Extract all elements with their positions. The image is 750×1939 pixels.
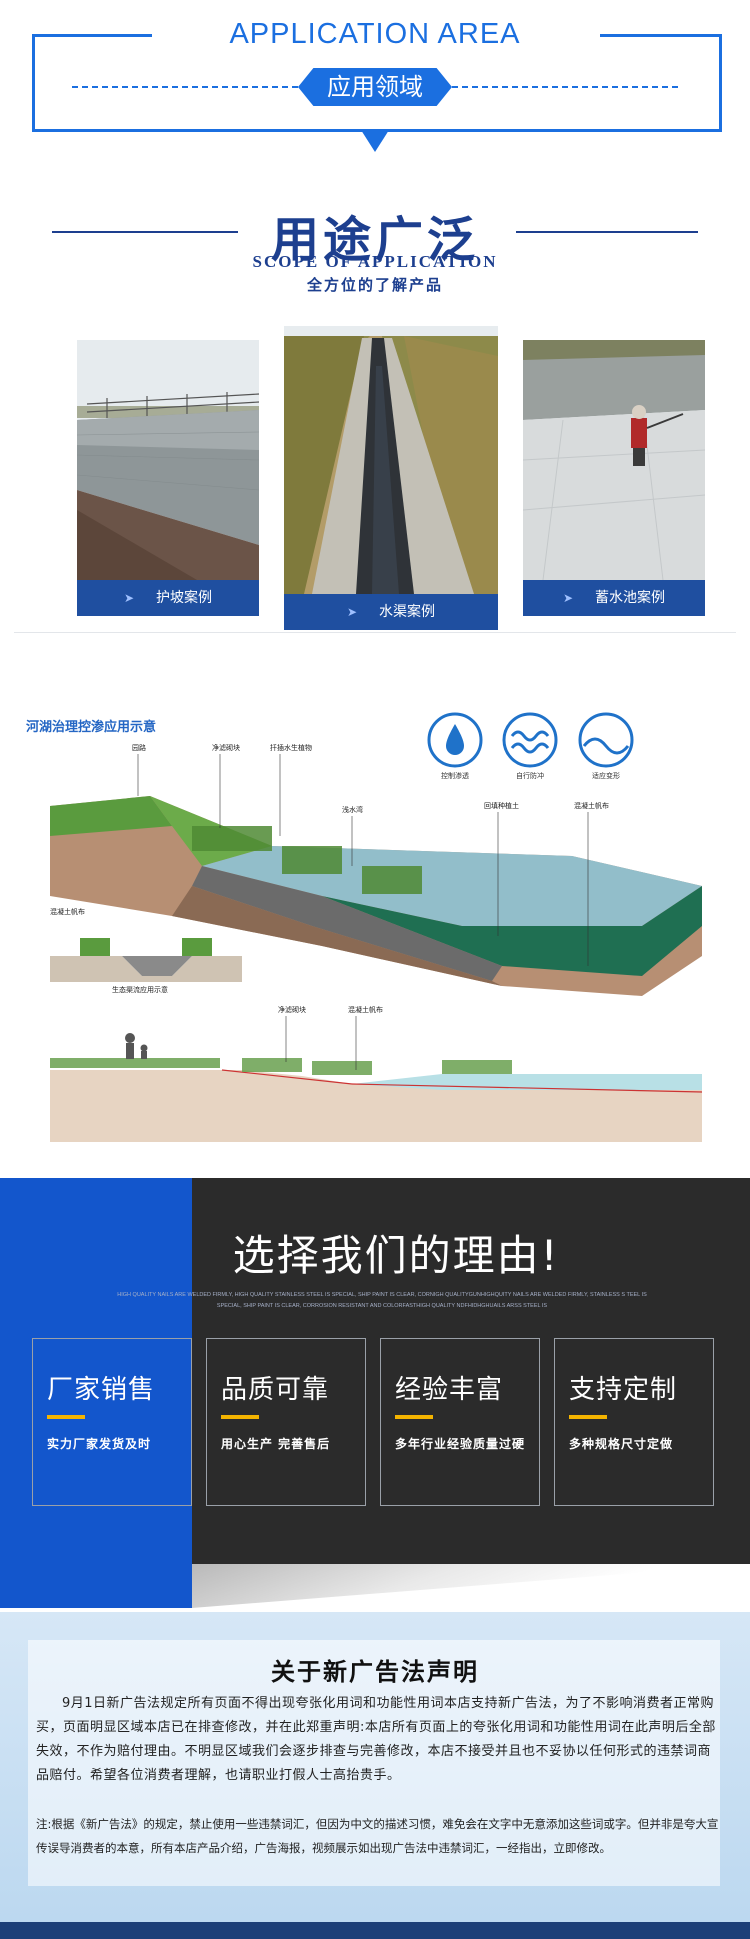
diagram-label: 生态渠流应用示意 xyxy=(112,985,168,994)
reasons-title: 选择我们的理由! xyxy=(232,1231,560,1280)
case-label: 护坡案例 xyxy=(156,590,213,606)
diagram-label: 浅水湾 xyxy=(342,805,363,814)
scope-line-right xyxy=(516,231,698,233)
river-lake-diagram: 控制渗透 自行防冲 适应变形 园路 净滤砌块 扦插水生植物 浅水湾 回填种植土 … xyxy=(50,712,703,1142)
reason-card-title: 品质可靠 xyxy=(221,1375,330,1405)
slope-photo xyxy=(77,340,259,580)
diagram-label: 净滤砌块 xyxy=(278,1005,306,1014)
diagram-label: 混凝土帆布 xyxy=(348,1005,383,1014)
icon-label: 自行防冲 xyxy=(516,771,544,780)
reservoir-photo xyxy=(523,340,705,580)
reason-card-subtitle: 多种规格尺寸定做 xyxy=(569,1437,674,1451)
diagram-title: 河湖治理控渗应用示意 xyxy=(26,720,157,735)
scope-title-en: SCOPE OF APPLICATION xyxy=(252,252,498,271)
case-reservoir: ➤ 蓄水池案例 xyxy=(523,340,705,616)
section-divider xyxy=(14,632,736,633)
diagram-label: 园路 xyxy=(132,743,146,752)
notice-note: 注:根据《新广告法》的规定，禁止使用一些违禁词汇，但因为中文的描述习惯，难免会在… xyxy=(36,1817,719,1855)
icon-label: 控制渗透 xyxy=(441,771,469,780)
header-badge: 应用领域 xyxy=(298,68,452,106)
reason-card-accent-bar xyxy=(395,1415,433,1419)
play-triangle-icon: ➤ xyxy=(562,591,574,605)
case-slope-protection: ➤ 护坡案例 xyxy=(77,340,259,616)
control-seepage-icon xyxy=(427,712,483,768)
reason-card-quality: 品质可靠 用心生产 完善售后 xyxy=(206,1338,366,1506)
play-triangle-icon: ➤ xyxy=(123,591,135,605)
case-caption-slope: ➤ 护坡案例 xyxy=(77,580,259,616)
case-label: 水渠案例 xyxy=(379,604,436,620)
reason-card-experience: 经验丰富 多年行业经验质量过硬 xyxy=(380,1338,540,1506)
reason-card-accent-bar xyxy=(47,1415,85,1419)
icon-label: 适应变形 xyxy=(592,771,620,780)
case-caption-canal: ➤ 水渠案例 xyxy=(284,594,498,630)
bottom-bar xyxy=(0,1922,750,1939)
self-scour-protection-icon xyxy=(502,712,558,768)
notice-box xyxy=(28,1640,720,1886)
diagram-label: 混凝土帆布 xyxy=(574,801,609,810)
header-frame-top-right xyxy=(600,34,722,37)
notice-title: 关于新广告法声明 xyxy=(271,1658,479,1686)
reason-card-title: 支持定制 xyxy=(569,1375,678,1405)
reasons-shadow xyxy=(192,1564,750,1608)
diagram-label: 回填种植土 xyxy=(484,801,519,810)
scope-line-left xyxy=(52,231,238,233)
diagram-label: 混凝土帆布 xyxy=(50,907,85,916)
canal-photo xyxy=(284,326,498,594)
case-caption-reservoir: ➤ 蓄水池案例 xyxy=(523,580,705,616)
header-title-en: APPLICATION AREA xyxy=(229,18,521,50)
diagram-label: 净滤砌块 xyxy=(212,743,240,752)
reasons-description: HIGH QUALITY NAILS ARE WELDED FIRMLY, HI… xyxy=(117,1292,647,1309)
reason-card-subtitle: 多年行业经验质量过硬 xyxy=(395,1437,526,1451)
case-canal: ➤ 水渠案例 xyxy=(284,326,498,630)
scope-subtitle: 全方位的了解产品 xyxy=(306,276,443,294)
play-triangle-icon: ➤ xyxy=(346,605,358,619)
notice-paragraph: 9月1日新广告法规定所有页面不得出现夸张化用词和功能性用词本店支持新广告法，为了… xyxy=(36,1696,716,1783)
case-label: 蓄水池案例 xyxy=(595,590,666,606)
reason-card-subtitle: 实力厂家发货及时 xyxy=(47,1437,152,1451)
reason-card-factory-sales: 厂家销售 实力厂家发货及时 xyxy=(32,1338,192,1506)
reason-card-customization: 支持定制 多种规格尺寸定做 xyxy=(554,1338,714,1506)
reason-card-accent-bar xyxy=(221,1415,259,1419)
reason-card-subtitle: 用心生产 完善售后 xyxy=(221,1437,331,1451)
scope-title-cn: 用途广泛 xyxy=(270,212,479,268)
reason-card-title: 厂家销售 xyxy=(47,1375,156,1405)
diagram-label: 扦插水生植物 xyxy=(270,743,312,752)
reason-card-title: 经验丰富 xyxy=(395,1375,504,1405)
application-area-header: APPLICATION AREA 应用领域 xyxy=(0,0,750,160)
down-arrow-icon xyxy=(361,130,389,152)
reason-card-accent-bar xyxy=(569,1415,607,1419)
adapt-deformation-icon xyxy=(578,712,634,768)
header-frame-top-left xyxy=(32,34,152,37)
